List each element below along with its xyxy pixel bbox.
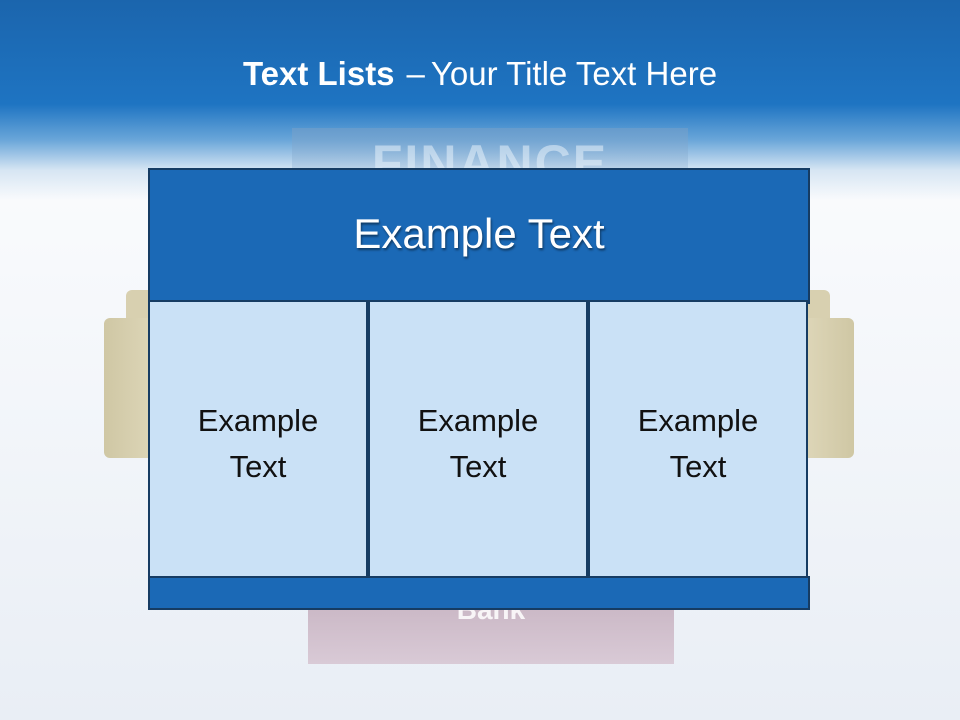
cell-1-text: Example Text — [150, 398, 366, 490]
title-dash: – — [406, 55, 425, 92]
title-rest: Your Title Text Here — [430, 55, 718, 92]
text-list-table: Example Text Example Text Example Text E… — [148, 168, 810, 610]
cell-1-line-1: Example — [197, 403, 319, 438]
table-cells: Example Text Example Text Example Text — [148, 300, 810, 578]
cell-3-text: Example Text — [590, 398, 806, 490]
cell-3-line-2: Text — [669, 449, 727, 484]
table-header-text: Example Text — [353, 210, 605, 257]
cell-1-line-2: Text — [229, 449, 287, 484]
cell-3-line-1: Example — [637, 403, 759, 438]
cell-2-text: Example Text — [370, 398, 586, 490]
cell-2-line-1: Example — [417, 403, 539, 438]
table-cell-2: Example Text — [368, 300, 588, 578]
table-header: Example Text — [148, 168, 810, 304]
table-cell-1: Example Text — [148, 300, 368, 578]
slide-title: Text Lists–Your Title Text Here — [0, 52, 960, 96]
cell-2-line-2: Text — [449, 449, 507, 484]
table-footer-bar — [148, 576, 810, 610]
table-cell-3: Example Text — [588, 300, 808, 578]
title-bold: Text Lists — [242, 55, 395, 92]
